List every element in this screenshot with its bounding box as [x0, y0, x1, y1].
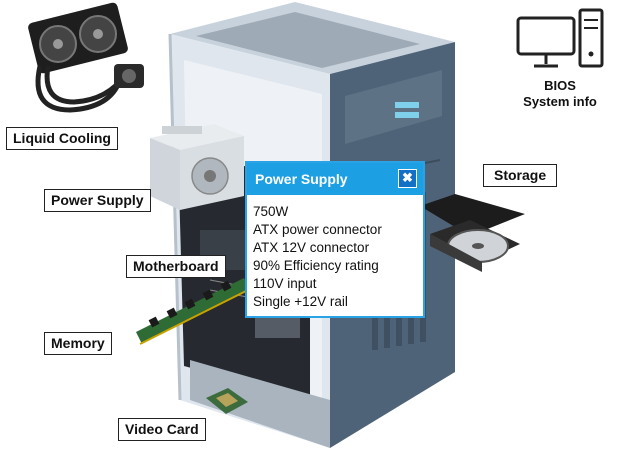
storage-label[interactable]: Storage [483, 164, 558, 187]
power-supply-component[interactable] [150, 124, 244, 210]
memory-label[interactable]: Memory [44, 332, 112, 355]
computer-icon [516, 8, 604, 68]
bios-label: BIOS [544, 78, 576, 93]
spec-item: 90% Efficiency rating [253, 258, 379, 273]
spec-item: ATX power connector [253, 222, 382, 237]
storage-drive-component[interactable] [420, 194, 525, 272]
liquid-cooling-label[interactable]: Liquid Cooling [6, 127, 118, 150]
close-icon: ✖ [402, 170, 413, 185]
popup-body: 750W ATX power connector ATX 12V connect… [247, 195, 423, 311]
bios-system-info-button[interactable]: BIOS System info [508, 6, 612, 110]
power-supply-label[interactable]: Power Supply [44, 189, 151, 212]
memory-stick-component[interactable] [136, 278, 250, 345]
close-button[interactable]: ✖ [398, 169, 417, 188]
system-info-label: System info [523, 94, 597, 109]
liquid-cooler-component[interactable] [27, 2, 144, 113]
popup-header: Power Supply ✖ [247, 163, 423, 195]
spec-item: ATX 12V connector [253, 240, 370, 255]
spec-item: 110V input [253, 276, 317, 291]
popup-title: Power Supply [255, 171, 348, 187]
video-card-component[interactable] [206, 388, 248, 414]
video-card-label[interactable]: Video Card [118, 418, 206, 441]
power-supply-popup: Power Supply ✖ 750W ATX power connector … [245, 161, 425, 318]
spec-item: 750W [253, 204, 289, 219]
motherboard-label[interactable]: Motherboard [126, 255, 226, 278]
spec-item: Single +12V rail [253, 294, 348, 309]
